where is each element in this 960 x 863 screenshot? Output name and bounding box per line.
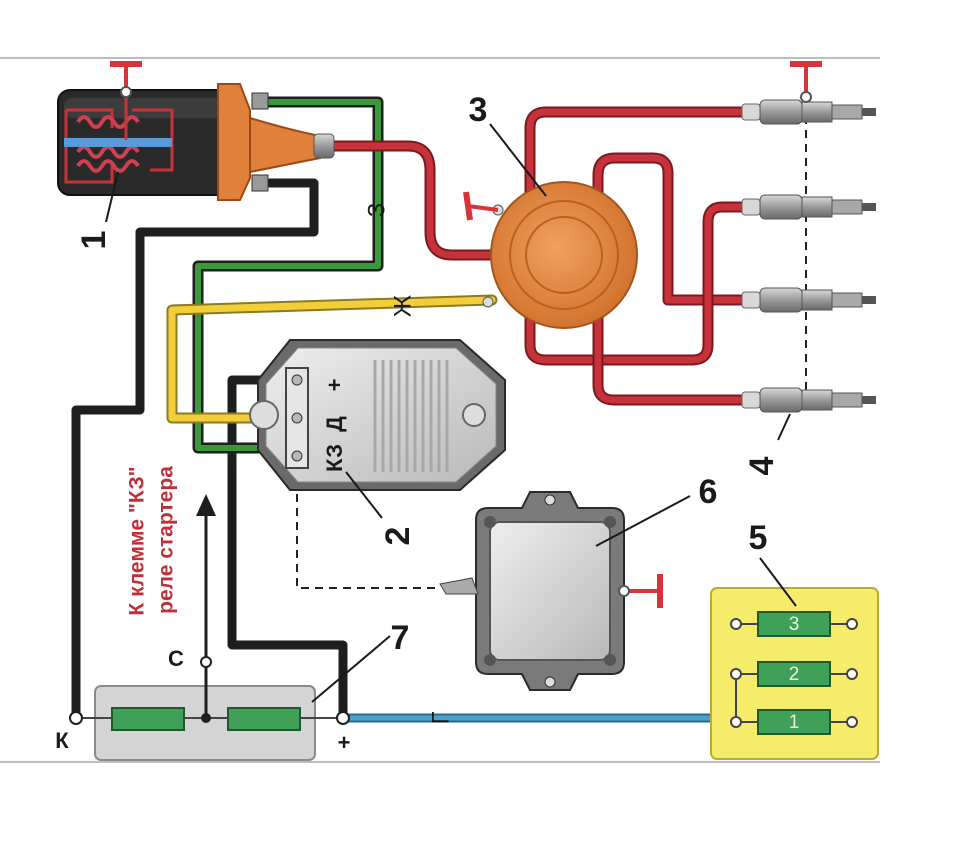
resistor-terminal-c: С	[168, 646, 184, 671]
wire-black-coil-to-k	[71, 178, 319, 723]
wire-dashed-commutator-to-unit	[296, 480, 440, 589]
starter-note-line2: реле стартера	[155, 466, 178, 614]
callout-2: 2	[379, 527, 417, 546]
red-wires	[324, 106, 758, 406]
callout-4: 4	[743, 456, 781, 475]
commutator-terminal-kz: КЗ	[322, 444, 347, 472]
fuse-1-label: 1	[789, 712, 800, 733]
fuse-3-label: 3	[789, 614, 800, 635]
control-unit	[439, 491, 625, 691]
spark-plug-1	[741, 99, 876, 125]
commutator	[249, 339, 506, 491]
ground-icon	[618, 574, 663, 608]
ground-symbols	[110, 61, 822, 608]
callout-6: 6	[699, 473, 718, 511]
fuse-block	[710, 587, 879, 760]
additional-resistor	[69, 656, 350, 761]
spark-plug-2	[741, 194, 876, 220]
starter-arrow	[196, 494, 216, 662]
ground-icon	[110, 61, 142, 98]
callout-leaders	[105, 123, 797, 703]
ground-icon	[463, 191, 499, 221]
yellow-wire	[166, 294, 498, 424]
wire-black-commutator-to-plus	[227, 375, 348, 723]
wire-label-green: З	[363, 203, 390, 218]
spark-plug-3	[741, 287, 876, 313]
callout-5: 5	[749, 519, 768, 557]
callout-3: 3	[469, 91, 488, 129]
callout-1: 1	[75, 231, 113, 250]
resistor-terminal-k: К	[55, 728, 69, 753]
spark-plugs	[741, 99, 876, 413]
resistor-terminal-plus: +	[338, 730, 351, 755]
black-wires	[71, 178, 348, 723]
starter-note-line1: К клемме "КЗ"	[126, 466, 149, 615]
commutator-terminal-d: Д	[322, 416, 347, 432]
ground-icon	[790, 61, 822, 103]
green-wire	[192, 96, 384, 454]
wire-label-yellow: Ж	[389, 295, 416, 317]
fuse-3	[730, 611, 858, 637]
fuse-2-label: 2	[789, 664, 800, 685]
commutator-terminal-plus: +	[322, 379, 347, 392]
fuse-1	[730, 709, 858, 735]
distributor	[482, 181, 638, 329]
spark-plug-4	[741, 387, 876, 413]
callout-7: 7	[391, 619, 410, 657]
ignition-coil	[57, 83, 335, 201]
fuse-2	[730, 661, 858, 687]
wire-label-blue: Г	[427, 712, 454, 725]
